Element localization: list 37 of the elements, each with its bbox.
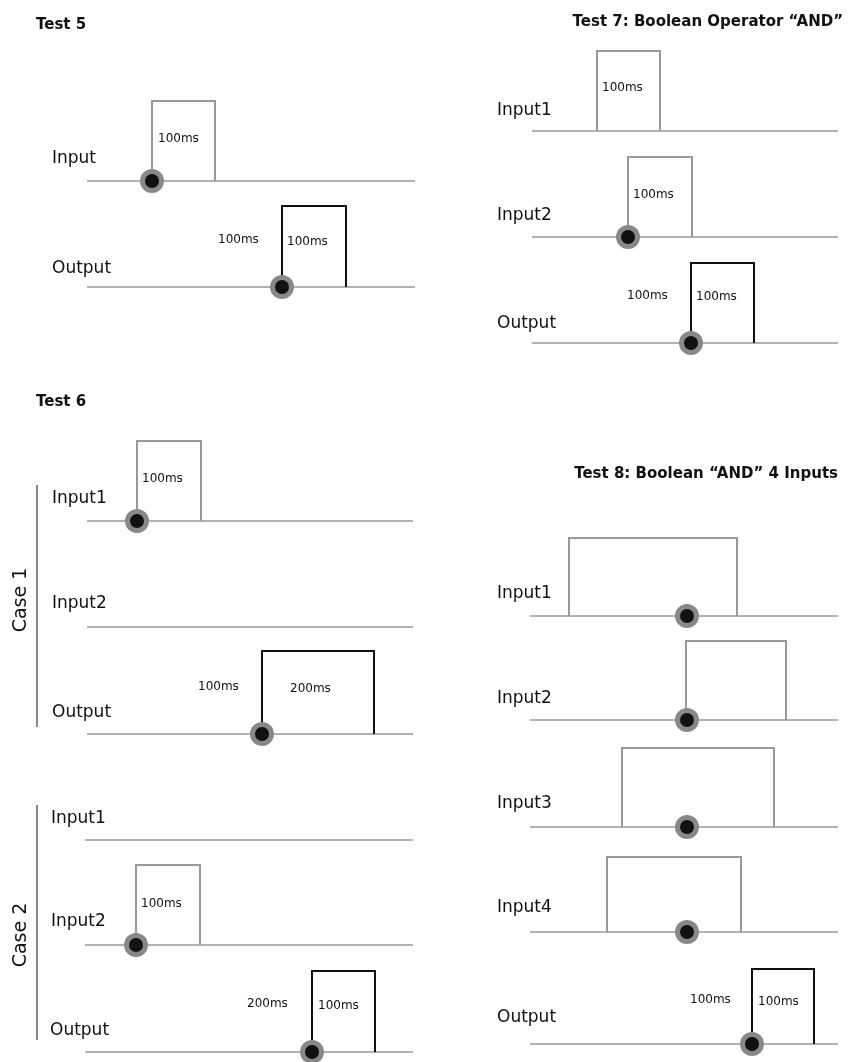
duration-label: 100ms bbox=[318, 999, 359, 1013]
duration-label: 100ms bbox=[142, 472, 183, 486]
duration-label: 100ms bbox=[198, 680, 239, 694]
duration-label: 100ms bbox=[218, 233, 259, 247]
duration-label: 100ms bbox=[287, 235, 328, 249]
signal-name: Input bbox=[52, 148, 97, 168]
duration-label: 100ms bbox=[690, 993, 731, 1007]
section-heading: Test 5 bbox=[36, 16, 87, 34]
signal-name: Output bbox=[50, 1020, 110, 1040]
section-heading: Test 8: Boolean “AND” 4 Inputs bbox=[574, 465, 838, 483]
signal-name: Input2 bbox=[497, 688, 552, 708]
signal-name: Input4 bbox=[497, 897, 552, 917]
signal-name: Input2 bbox=[497, 205, 552, 225]
case-label: Case 2 bbox=[9, 902, 31, 968]
duration-label: 100ms bbox=[627, 289, 668, 303]
duration-label: 100ms bbox=[633, 188, 674, 202]
duration-label: 100ms bbox=[141, 897, 182, 911]
duration-label: 200ms bbox=[247, 997, 288, 1011]
duration-label: 100ms bbox=[602, 81, 643, 95]
section-heading: Test 6 bbox=[36, 393, 87, 411]
signal-name: Output bbox=[52, 258, 112, 278]
signal-name: Input3 bbox=[497, 793, 552, 813]
duration-label: 100ms bbox=[696, 290, 737, 304]
section-heading: Test 7: Boolean Operator “AND” bbox=[572, 13, 843, 31]
signal-name: Input2 bbox=[51, 911, 106, 931]
signal-name: Output bbox=[52, 702, 112, 722]
signal-name: Input1 bbox=[497, 583, 552, 603]
signal-name: Output bbox=[497, 1007, 557, 1027]
signal-name: Output bbox=[497, 313, 557, 333]
duration-label: 200ms bbox=[290, 682, 331, 696]
signal-name: Input2 bbox=[52, 593, 107, 613]
signal-name: Input1 bbox=[497, 100, 552, 120]
signal-name: Input1 bbox=[52, 488, 107, 508]
duration-label: 100ms bbox=[758, 995, 799, 1009]
signal-name: Input1 bbox=[51, 808, 106, 828]
case-label: Case 1 bbox=[9, 567, 31, 633]
duration-label: 100ms bbox=[158, 132, 199, 146]
